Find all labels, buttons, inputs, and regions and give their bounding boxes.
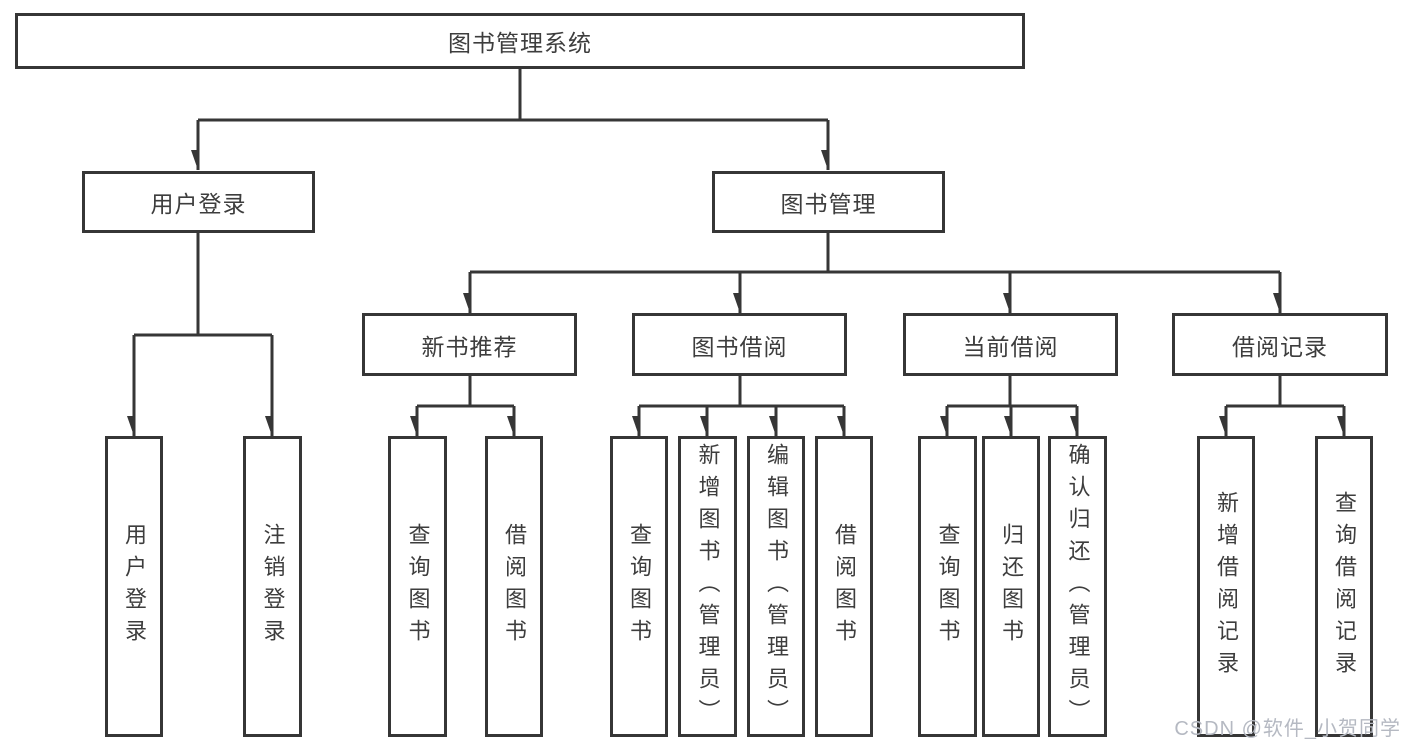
node-root-label: 图书管理系统 [448, 30, 592, 56]
leaf-add-book-admin-label: 新增图书（管理员） [695, 442, 721, 731]
leaf-query-books-current-label: 查询图书 [935, 522, 961, 651]
node-borrow-records: 借阅记录 [1172, 313, 1388, 376]
leaf-add-borrow-record: 新增借阅记录 [1197, 436, 1255, 737]
leaf-confirm-return-admin: 确认归还（管理员） [1048, 436, 1107, 737]
node-user-login-label: 用户登录 [150, 191, 247, 217]
leaf-logout-label: 注销登录 [260, 522, 286, 651]
watermark: CSDN @软件_小贺同学 [1174, 718, 1401, 740]
leaf-query-books-borrow: 查询图书 [610, 436, 668, 737]
leaf-return-book-label: 归还图书 [999, 522, 1024, 651]
leaf-borrow-books-recommend-label: 借阅图书 [502, 522, 527, 651]
leaf-edit-book-admin-label: 编辑图书（管理员） [764, 442, 789, 731]
leaf-query-books-recommend-label: 查询图书 [405, 522, 431, 651]
node-book-borrow-label: 图书借阅 [691, 333, 788, 360]
node-book-management-label: 图书管理 [780, 191, 877, 217]
leaf-return-book: 归还图书 [982, 436, 1040, 737]
leaf-query-books-current: 查询图书 [918, 436, 977, 737]
leaf-borrow-books-borrow-label: 借阅图书 [832, 522, 857, 651]
leaf-confirm-return-admin-label: 确认归还（管理员） [1065, 442, 1091, 731]
leaf-logout: 注销登录 [243, 436, 302, 737]
leaf-borrow-books-borrow: 借阅图书 [815, 436, 873, 737]
leaf-query-borrow-record-label: 查询借阅记录 [1332, 490, 1357, 683]
node-current-borrow-label: 当前借阅 [962, 333, 1059, 360]
node-root-system: 图书管理系统 [15, 13, 1025, 69]
leaf-query-borrow-record: 查询借阅记录 [1315, 436, 1373, 737]
leaf-edit-book-admin: 编辑图书（管理员） [747, 436, 805, 737]
leaf-query-books-recommend: 查询图书 [388, 436, 447, 737]
leaf-borrow-books-recommend: 借阅图书 [485, 436, 543, 737]
node-book-borrow: 图书借阅 [632, 313, 847, 376]
node-user-login: 用户登录 [82, 171, 315, 233]
leaf-query-books-borrow-label: 查询图书 [627, 522, 652, 651]
leaf-user-login-label: 用户登录 [122, 522, 147, 651]
leaf-user-login: 用户登录 [105, 436, 163, 737]
leaf-add-book-admin: 新增图书（管理员） [678, 436, 737, 737]
leaf-add-borrow-record-label: 新增借阅记录 [1214, 490, 1239, 683]
node-current-borrow: 当前借阅 [903, 313, 1118, 376]
node-new-book-recommend-label: 新书推荐 [421, 333, 518, 360]
node-new-book-recommend: 新书推荐 [362, 313, 577, 376]
node-book-management: 图书管理 [712, 171, 945, 233]
node-borrow-records-label: 借阅记录 [1232, 333, 1328, 360]
